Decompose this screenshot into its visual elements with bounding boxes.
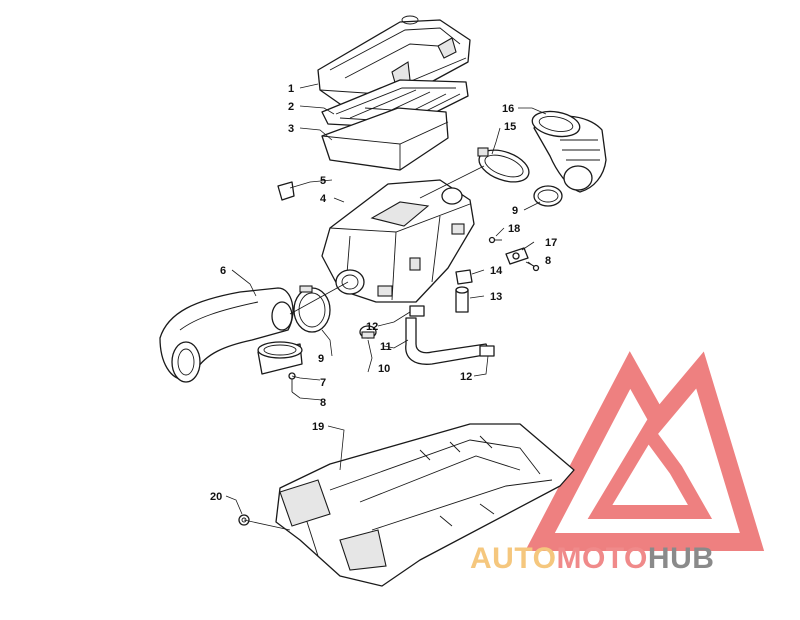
callout-9-right: 9 <box>512 205 518 217</box>
callout-15: 15 <box>504 121 516 133</box>
leader-lines <box>225 83 547 531</box>
watermark-triangle-outer <box>525 351 765 551</box>
callout-9-left: 9 <box>318 353 324 365</box>
callout-2: 2 <box>288 101 294 113</box>
callout-14: 14 <box>490 265 503 277</box>
watermark-hub: HUB <box>648 542 715 575</box>
callout-13: 13 <box>490 291 502 303</box>
callout-1: 1 <box>288 83 294 95</box>
callout-18: 18 <box>508 223 520 235</box>
callout-labels: 1 2 3 4 5 6 7 8 8 9 9 10 11 12 12 13 14 … <box>210 83 557 503</box>
intake-duct <box>159 287 294 383</box>
callout-17: 17 <box>545 237 557 249</box>
grommet <box>359 325 377 339</box>
hose-clamp-small-lower <box>479 345 495 357</box>
callout-12-lower: 12 <box>460 371 472 383</box>
sleeve <box>455 286 469 313</box>
screw-right <box>527 261 540 272</box>
air-filter-element <box>321 79 469 129</box>
retaining-clip <box>277 181 295 201</box>
watermark-triangle-inner <box>587 419 713 519</box>
hose-clamp-right <box>533 185 563 207</box>
callout-8-lower: 8 <box>320 397 326 409</box>
callout-16: 16 <box>502 103 514 115</box>
watermark-moto: MOTO <box>556 542 647 575</box>
callout-19: 19 <box>312 421 324 433</box>
screw-lower <box>288 372 296 392</box>
hose-clamp-left <box>293 285 331 333</box>
callout-6: 6 <box>220 265 226 277</box>
pre-filter <box>321 107 449 171</box>
watermark-text: AUTOMOTOHUB <box>470 542 714 575</box>
callout-10: 10 <box>378 363 390 375</box>
large-clamp-ring <box>477 147 530 183</box>
callout-3: 3 <box>288 123 294 135</box>
hose-clamp-small-upper <box>409 305 425 317</box>
svg-text:AUTOMOTOHUB: AUTOMOTOHUB <box>470 542 714 575</box>
watermark-logo <box>525 351 765 551</box>
callout-5: 5 <box>320 175 326 187</box>
floor-panel <box>275 423 575 587</box>
clamp-14 <box>455 269 473 285</box>
callout-8-right: 8 <box>545 255 551 267</box>
watermark-auto: AUTO <box>470 542 556 575</box>
callout-11: 11 <box>380 341 392 353</box>
callout-7: 7 <box>320 377 326 389</box>
callout-20: 20 <box>210 491 222 503</box>
airbox-housing <box>321 179 475 303</box>
mounting-bracket <box>505 247 529 265</box>
intake-adapter <box>257 341 303 375</box>
rubber-boot <box>531 110 607 193</box>
drain-hose <box>405 317 491 365</box>
screw-18 <box>488 236 502 244</box>
callout-4: 4 <box>320 193 327 205</box>
callout-12-upper: 12 <box>366 321 378 333</box>
